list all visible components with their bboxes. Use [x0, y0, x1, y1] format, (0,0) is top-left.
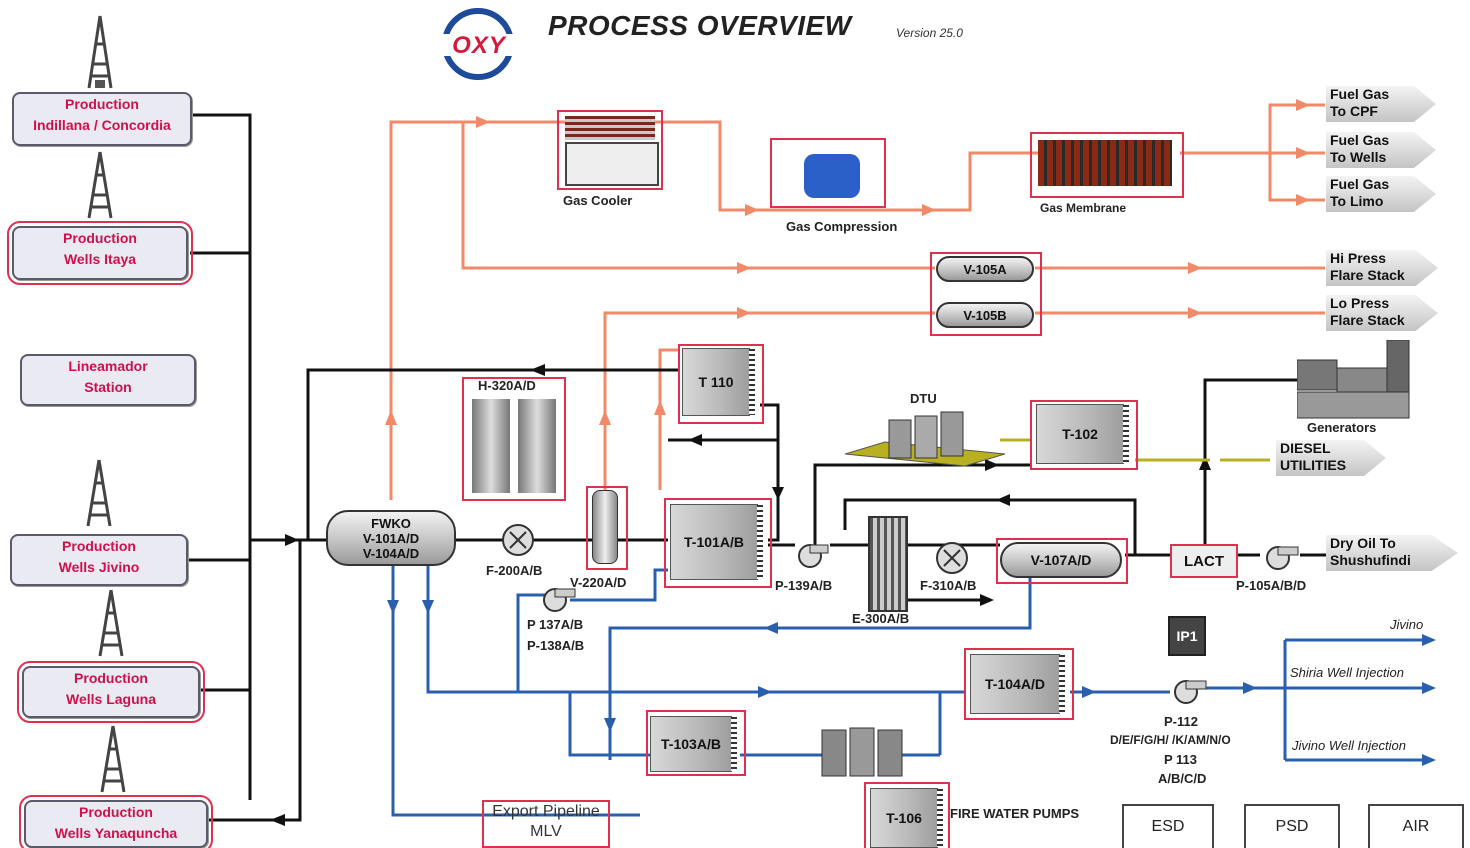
p139-label: P-139A/B: [775, 578, 832, 593]
e300-label: E-300A/B: [852, 611, 909, 626]
f200-label: F-200A/B: [486, 563, 542, 578]
derrick-icon: [85, 150, 115, 220]
t102-tank[interactable]: T-102: [1036, 404, 1124, 464]
site-label: Production: [26, 802, 206, 823]
p112-units-label: D/E/F/G/H/ /K/AM/N/O: [1110, 733, 1231, 747]
derrick-icon: [84, 458, 114, 528]
fwko-label: V-104A/D: [363, 546, 419, 561]
t110-tank[interactable]: T 110: [682, 348, 750, 416]
p137-label: P 137A/B: [527, 617, 583, 632]
fwko-vessel[interactable]: FWKO V-101A/D V-104A/D: [326, 510, 456, 566]
fuel-gas-limo-output[interactable]: Fuel Gas To Limo: [1326, 176, 1436, 212]
site-label: Station: [22, 377, 194, 398]
fwko-label: FWKO: [371, 516, 411, 531]
esd-button[interactable]: ESD: [1122, 804, 1214, 848]
v105a-vessel[interactable]: V-105A: [936, 256, 1034, 282]
production-indillana-button[interactable]: Production Indillana / Concordia: [12, 92, 192, 146]
gas-cooler-unit[interactable]: [557, 110, 663, 190]
p137-pump-icon[interactable]: [535, 584, 577, 616]
fuel-gas-cpf-output[interactable]: Fuel Gas To CPF: [1326, 86, 1436, 122]
v107-vessel[interactable]: V-107A/D: [1000, 542, 1122, 578]
page-title: PROCESS OVERVIEW: [548, 10, 852, 42]
site-label: Wells Laguna: [24, 689, 198, 710]
p105-pump-icon[interactable]: [1258, 542, 1300, 574]
cooler-fins-icon: [565, 116, 655, 140]
fuel-gas-wells-output[interactable]: Fuel Gas To Wells: [1326, 132, 1436, 168]
site-label: Lineamador: [22, 356, 194, 377]
generators-label: Generators: [1307, 420, 1376, 435]
production-itaya-button[interactable]: Production Wells Itaya: [12, 226, 188, 280]
t106-tank[interactable]: T-106: [870, 788, 938, 848]
water-output-jivino[interactable]: Jivino: [1390, 617, 1423, 632]
site-label: Production: [14, 228, 186, 249]
p105-label: P-105A/B/D: [1236, 578, 1306, 593]
site-label: Production: [14, 94, 190, 115]
derrick-icon: [96, 588, 126, 658]
e300-exchanger[interactable]: [868, 516, 908, 612]
gas-membrane-unit[interactable]: [1030, 132, 1184, 198]
logo-text: OXY: [440, 32, 518, 60]
export-pipeline-button[interactable]: Export Pipeline MLV: [482, 800, 610, 848]
v220-label: V-220A/D: [570, 575, 626, 590]
f310-label: F-310A/B: [920, 578, 976, 593]
f200-filter-icon[interactable]: [500, 522, 536, 558]
generators-icon[interactable]: [1297, 340, 1412, 420]
t103-tank[interactable]: T-103A/B: [650, 716, 732, 772]
p139-pump-icon[interactable]: [790, 540, 830, 572]
lo-press-flare-output[interactable]: Lo Press Flare Stack: [1326, 295, 1438, 331]
export-pipeline-label: MLV: [484, 822, 608, 842]
t101-tank[interactable]: T-101A/B: [670, 504, 758, 580]
ip1-panel[interactable]: IP1: [1168, 616, 1206, 656]
water-output-jivino-injection[interactable]: Jivino Well Injection: [1292, 738, 1406, 753]
air-button[interactable]: AIR: [1368, 804, 1464, 848]
derrick-icon: [85, 14, 115, 90]
gas-membrane-label: Gas Membrane: [1040, 201, 1126, 215]
site-label: Wells Jivino: [12, 557, 186, 578]
oxy-logo: OXY: [440, 8, 518, 80]
p113-units-label: A/B/C/D: [1158, 771, 1206, 786]
fwko-label: V-101A/D: [363, 531, 419, 546]
dry-oil-output[interactable]: Dry Oil To Shushufindi: [1326, 535, 1458, 571]
psd-button[interactable]: PSD: [1244, 804, 1340, 848]
site-label: Indillana / Concordia: [14, 115, 190, 136]
h320-heater-unit[interactable]: [462, 377, 566, 501]
hi-press-flare-output[interactable]: Hi Press Flare Stack: [1326, 250, 1438, 286]
v220-vessel[interactable]: [592, 490, 618, 564]
v105b-vessel[interactable]: V-105B: [936, 302, 1034, 328]
water-filter-icon[interactable]: [820, 724, 906, 780]
p138-label: P-138A/B: [527, 638, 584, 653]
water-output-shiria[interactable]: Shiria Well Injection: [1290, 665, 1404, 680]
fire-water-pumps-label: FIRE WATER PUMPS: [950, 806, 1079, 821]
site-label: Production: [24, 668, 198, 689]
f310-filter-icon[interactable]: [934, 540, 970, 576]
membrane-icon: [1038, 140, 1172, 186]
compressor-icon: [804, 154, 860, 198]
site-label: Wells Itaya: [14, 249, 186, 270]
heater-icon: [472, 399, 510, 493]
lact-unit[interactable]: LACT: [1170, 544, 1238, 578]
lineamador-station-button[interactable]: Lineamador Station: [20, 354, 196, 406]
t104-tank[interactable]: T-104A/D: [970, 654, 1060, 714]
diesel-utilities-output[interactable]: DIESEL UTILITIES: [1276, 440, 1386, 476]
gas-compression-label: Gas Compression: [786, 219, 897, 234]
p113-label: P 113: [1164, 752, 1197, 767]
production-yanaquncha-button[interactable]: Production Wells Yanaquncha: [24, 800, 208, 848]
production-jivino-button[interactable]: Production Wells Jivino: [10, 534, 188, 586]
site-label: Wells Yanaquncha: [26, 823, 206, 844]
export-pipeline-label: Export Pipeline: [484, 802, 608, 822]
p112-pump-icon[interactable]: [1166, 676, 1208, 708]
gas-cooler-label: Gas Cooler: [563, 193, 632, 208]
production-laguna-button[interactable]: Production Wells Laguna: [22, 666, 200, 718]
h320-label: H-320A/D: [478, 378, 536, 393]
dtu-unit[interactable]: [845, 408, 1005, 468]
cooler-body-icon: [565, 142, 659, 186]
version-label: Version 25.0: [896, 26, 963, 40]
gas-compression-unit[interactable]: [770, 138, 886, 208]
p112-label: P-112: [1164, 714, 1198, 729]
site-label: Production: [12, 536, 186, 557]
dtu-label: DTU: [910, 391, 937, 406]
heater-icon: [518, 399, 556, 493]
derrick-icon: [98, 724, 128, 794]
